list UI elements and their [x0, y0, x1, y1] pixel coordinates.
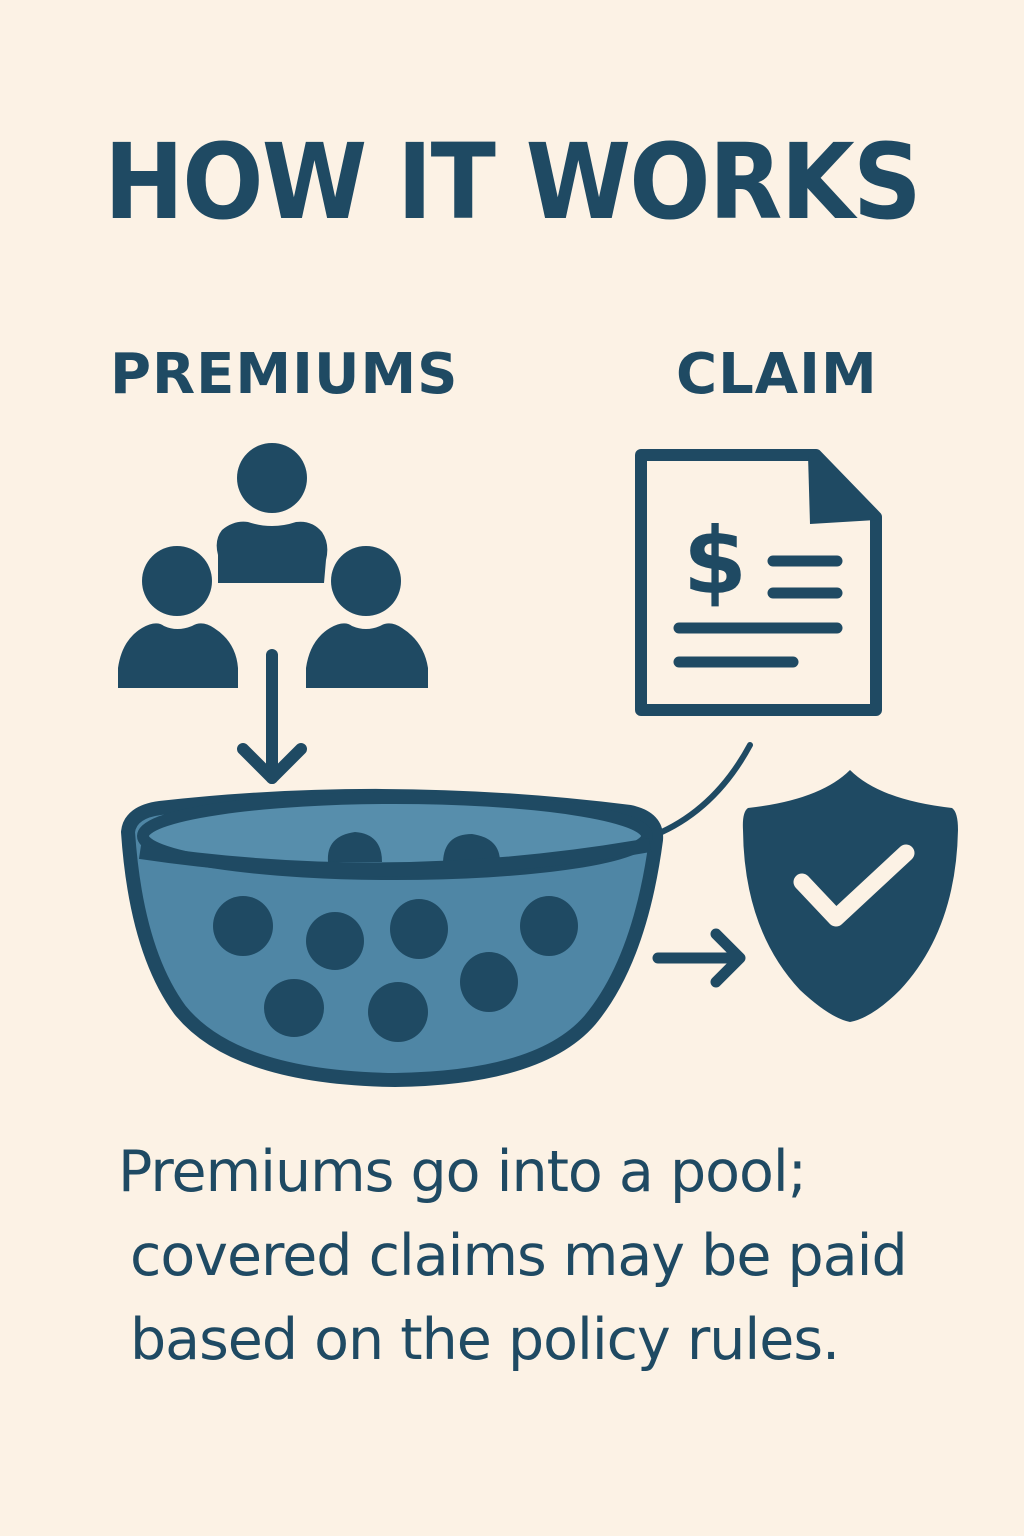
arrow-down-icon	[237, 649, 307, 784]
pool-bowl-icon	[121, 788, 664, 1087]
svg-text:$: $	[683, 508, 747, 615]
connector-line	[652, 742, 753, 838]
page-title: HOW IT WORKS	[104, 121, 922, 243]
caption-line-3: based on the policy rules.	[130, 1307, 840, 1373]
claim-label: CLAIM	[676, 342, 878, 407]
shield-check-icon	[742, 770, 958, 1022]
caption-line-1: Premiums go into a pool;	[118, 1139, 807, 1205]
arrow-right-icon	[652, 928, 746, 988]
premiums-label: PREMIUMS	[110, 342, 459, 407]
dollar-document-icon: $	[635, 449, 882, 716]
caption: Premiums go into a pool; covered claims …	[118, 1130, 998, 1382]
caption-line-2: covered claims may be paid	[130, 1223, 908, 1289]
people-group-icon	[118, 443, 428, 688]
